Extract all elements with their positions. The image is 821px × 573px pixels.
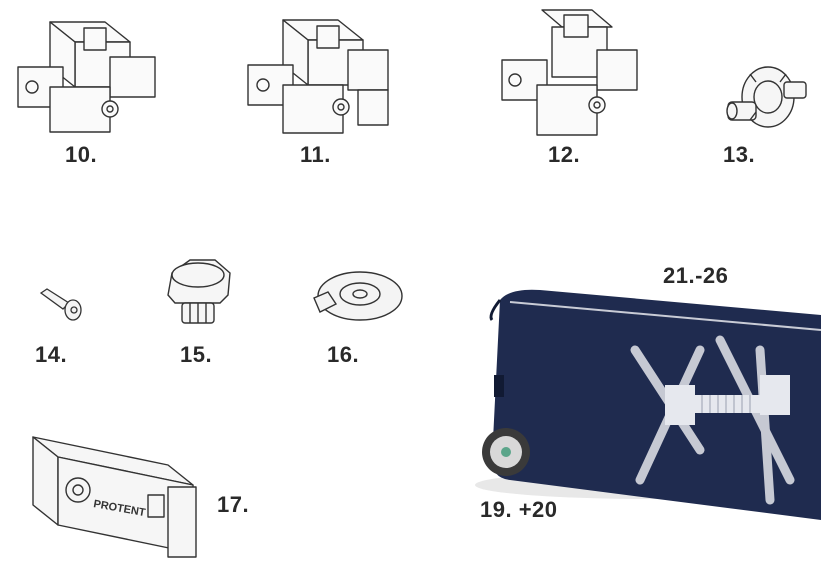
part-12 [497,5,642,140]
end-cap-icon [160,255,235,330]
buckle-clip-icon: PROTENT [18,425,213,565]
part-17: PROTENT [18,425,213,565]
part-label-13: 13. [723,142,755,168]
part-label-10: 10. [65,142,97,168]
part-label-16: 16. [327,342,359,368]
part-label-12: 12. [548,142,580,168]
pin-icon [37,285,87,325]
transport-bag-icon [470,280,821,530]
part-label-11: 11. [300,142,331,168]
part-16 [300,268,408,328]
part-14 [37,285,87,325]
roller-wheel-icon [720,62,812,132]
part-label-14: 14. [35,342,67,368]
part-15 [160,255,235,330]
part-11 [243,10,393,138]
wheel-icon [482,428,530,476]
part-10 [10,12,160,137]
part-label-19-20: 19. +20 [480,497,558,523]
transport-bag [470,280,821,530]
cross-connector-3way-icon [10,12,160,137]
cross-connector-5way-icon [497,5,642,140]
part-13 [720,62,812,132]
part-label-17: 17. [217,492,249,518]
cross-connector-4way-icon [243,10,393,138]
part-label-15: 15. [180,342,212,368]
part-label-21-26: 21.-26 [663,263,728,289]
base-disc-icon [300,268,408,328]
